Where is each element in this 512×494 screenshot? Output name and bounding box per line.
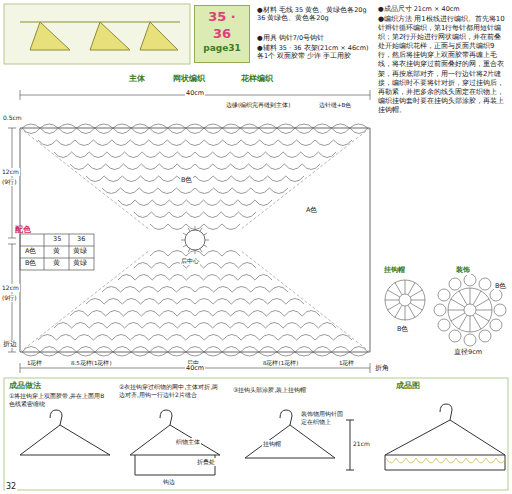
center-ring — [185, 230, 205, 250]
chart-label: ②衣挂钩穿过织物的网中,主体对折,两边对齐,用钩一行边针2片缝合 — [118, 383, 225, 399]
chart-label: 边缘(编织完再缝到主体) — [225, 102, 291, 109]
table-cell: 35 — [52, 235, 62, 243]
chart-label: 21cm — [352, 440, 371, 448]
chart-label: 成品图 — [395, 381, 421, 391]
chart-label: (9行) — [1, 294, 18, 302]
chart-label: 直径9cm — [453, 348, 483, 356]
chart-label: 花样编织 — [240, 74, 274, 84]
chart-label: 挂钩帽 — [383, 266, 406, 275]
hanger-sketch — [20, 404, 505, 475]
table-cell: 黄绿 — [72, 247, 88, 255]
pattern-note: ●辅料 35 · 36 衣架(21cm × 46cm)各1个 双面胶带 少许 手… — [256, 44, 370, 61]
table-cell: 黄 — [52, 247, 61, 255]
node-title: 配色 — [15, 225, 95, 235]
chart-label: 钩边 — [162, 478, 176, 486]
chart-label: 12cm — [1, 284, 20, 292]
chart-label: 8.5花样(1花样) — [70, 360, 113, 367]
chart-label: ①将挂钩穿上双面胶带,并在上面用B色线紧密缠绕 — [8, 392, 110, 408]
fold-line — [20, 128, 370, 352]
chart-label: 挂钩帽 — [262, 440, 282, 448]
chart-label: 40cm — [185, 364, 205, 372]
node-title: 35 · 36 — [198, 9, 246, 43]
chart-label: B色 — [396, 325, 409, 333]
pattern-note: ●用具 钩针7/0号钩针 — [256, 34, 370, 42]
dimension-line — [8, 90, 370, 373]
outline — [20, 128, 370, 352]
chart-label: 后中心 — [180, 257, 200, 265]
table-cell: 黄绿 — [72, 259, 88, 267]
chart-label: 主体 — [128, 74, 146, 84]
net-stitch — [22, 124, 368, 356]
chart-label: B色 — [180, 176, 193, 184]
table-cell: A色 — [24, 247, 37, 255]
chart-label: 32 — [5, 482, 17, 492]
page-badge: 35 · 36page31 — [194, 5, 250, 63]
chart-label: ③挂钩头部涂胶,装上挂钩帽 — [232, 386, 314, 394]
chart-label: 0.5cm — [2, 114, 23, 122]
chart-label: 边针缝+B色 — [318, 102, 352, 109]
page-number: page31 — [198, 43, 246, 55]
pattern-note: ●成品尺寸 21cm × 40cm — [377, 5, 509, 13]
chart-label: 织物主体 — [175, 438, 201, 446]
method-frame — [4, 378, 508, 490]
chart-label: 折角 — [374, 364, 390, 372]
chart-label: 折边 — [2, 340, 18, 348]
chart-label: 成品做法 — [8, 381, 42, 391]
table-cell: B色 — [24, 259, 37, 267]
hanger-photo — [20, 22, 180, 50]
chart-label: B色 — [494, 282, 507, 290]
pattern-note: ●编织方法 用1根线进行编织。首先将10针辫针循环编织，第1行每针都用短针编织；… — [377, 15, 509, 115]
chart-label: 1花样 — [338, 360, 356, 367]
pattern-note: ●材料 毛线 35 黄色、黄绿色各20g 36 黄绿色、黄色各20g — [256, 6, 370, 23]
finished-net — [386, 458, 506, 463]
chart-label: (9行) — [1, 178, 18, 186]
photo-panel — [4, 4, 190, 64]
motif — [385, 274, 506, 346]
chart-label: A色 — [305, 206, 318, 214]
chart-label: 12cm — [1, 168, 20, 176]
chart-label: 40cm — [185, 89, 205, 97]
table-cell: 36 — [76, 235, 86, 243]
chart-label: 网状编织 — [172, 74, 206, 84]
chart-label: 装饰物用钩针固定在织物上 — [300, 410, 346, 426]
chart-label: 8花样(1花样) — [262, 360, 299, 367]
chart-label: 1花样 — [26, 360, 44, 367]
table-cell: 黄 — [52, 259, 61, 267]
chart-label: 折叠处 — [196, 458, 216, 466]
chart-label: 装饰 — [455, 266, 471, 275]
